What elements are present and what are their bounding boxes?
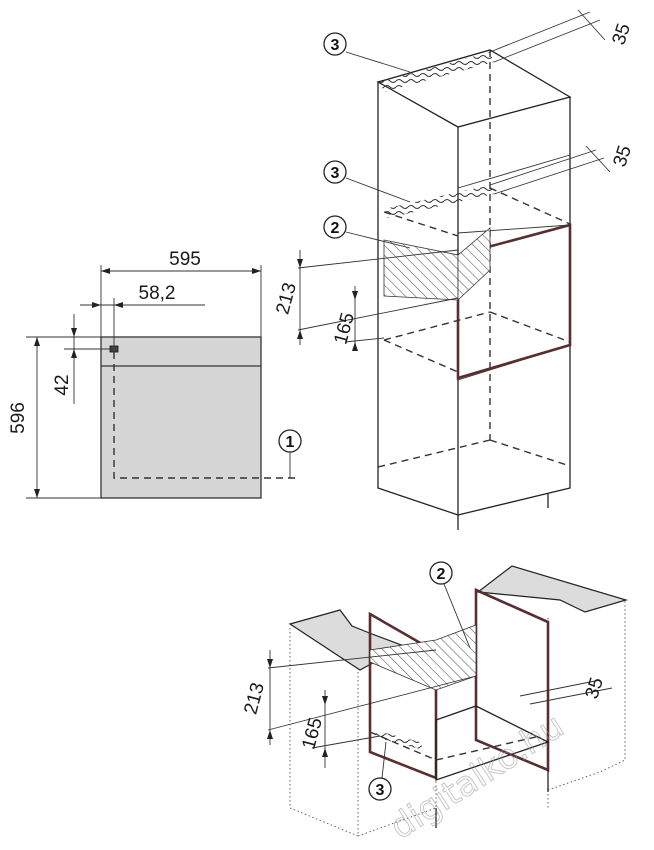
mid-depth-label: 35 — [610, 143, 637, 170]
callout-1-number: 1 — [286, 434, 295, 451]
width-dimension-label: 595 — [169, 249, 201, 270]
front-view: 595 58,2 596 42 1 — [8, 249, 302, 499]
base-callout-2-number: 2 — [437, 566, 446, 583]
height-dimension-label: 596 — [8, 402, 29, 434]
top-depth-label: 35 — [609, 21, 636, 48]
top-offset-dimension-label: 42 — [52, 374, 73, 395]
base-callout-3-circle — [368, 777, 392, 801]
callout-1-circle — [278, 429, 302, 453]
base-callout-2-circle — [429, 561, 453, 585]
base-opening-label: 213 — [240, 681, 268, 717]
appliance-front-panel — [100, 336, 262, 499]
callout-3-mid-circle — [323, 160, 347, 184]
base-cabinet: 213 165 35 2 3 — [240, 561, 629, 837]
power-cable-path — [113, 352, 300, 479]
ventilation-opening-hatch — [383, 239, 459, 301]
base-depth-label: 35 — [582, 675, 609, 702]
callout-3-top-number: 3 — [331, 37, 340, 54]
callout-2-number: 2 — [331, 220, 340, 237]
tall-opening-label: 213 — [272, 281, 300, 317]
callout-3-top-circle — [323, 32, 347, 56]
offset-dimension-label: 58,2 — [139, 283, 176, 304]
callout-3-mid-number: 3 — [331, 165, 340, 182]
tall-cabinet: 35 35 213 165 3 3 2 — [272, 9, 637, 530]
base-callout-3-number: 3 — [376, 782, 385, 799]
base-ventilation-hatch — [369, 624, 477, 691]
callout-2-circle — [323, 215, 347, 239]
